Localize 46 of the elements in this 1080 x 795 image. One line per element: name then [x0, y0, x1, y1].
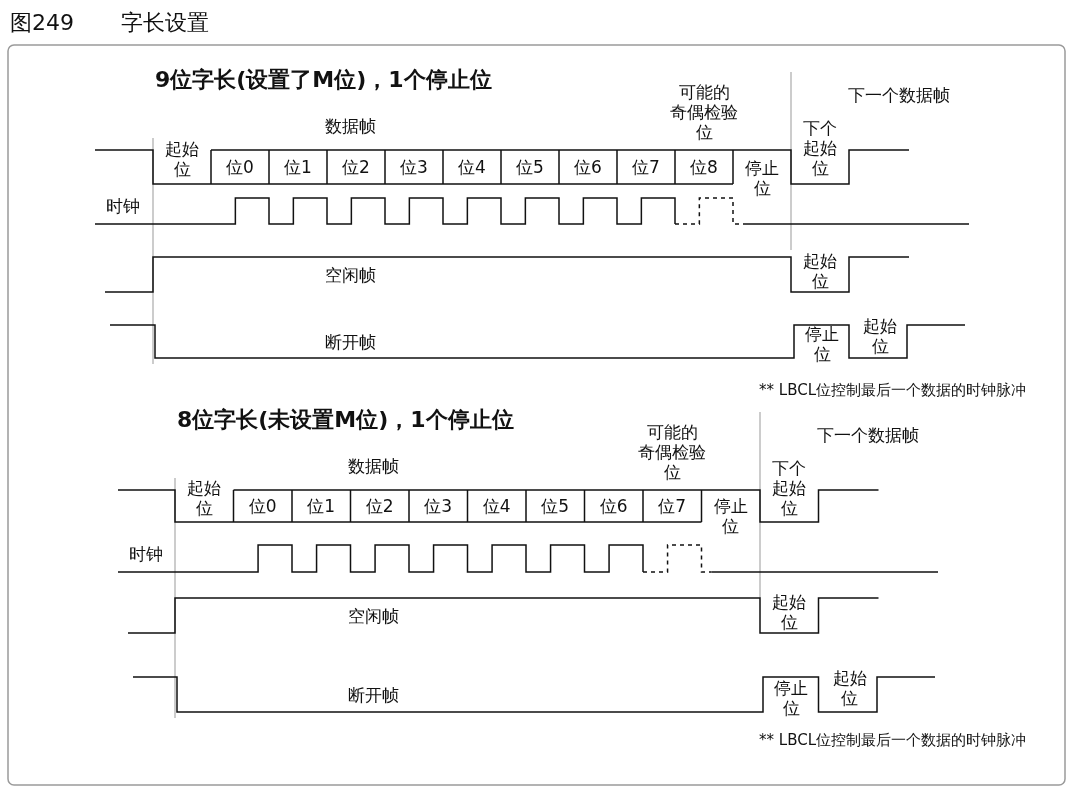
bit-label: 位5: [541, 496, 570, 516]
bit-label: 起始位: [832, 668, 867, 708]
signal-label: 断开帧: [324, 331, 376, 352]
footnote: ** LBCL位控制最后一个数据的时钟脉冲: [759, 380, 1026, 400]
panel-heading: 9位字长(设置了M位)，1个停止位: [155, 67, 492, 93]
bit-label: 位6: [574, 157, 602, 177]
bit-label: 停止位: [745, 158, 779, 198]
signal-label: 可能的奇偶检验位: [638, 422, 707, 482]
bit-label: 位3: [400, 157, 428, 177]
bit-label: 下个起始位: [772, 458, 807, 518]
bit-label: 起始位: [772, 591, 807, 632]
signal-label: 空闲帧: [348, 605, 400, 626]
bit-label: 起始位: [863, 316, 897, 356]
bit-label: 起始位: [803, 250, 837, 291]
signal-label: 数据帧: [324, 116, 376, 136]
bit-label: 起始位: [165, 139, 199, 179]
bit-label: 位2: [365, 496, 394, 516]
signal-label: 时钟: [129, 543, 163, 564]
bit-label: 位4: [482, 496, 511, 516]
bit-label: 停止位: [805, 324, 839, 364]
bit-label: 位7: [632, 157, 660, 177]
bit-label: 位4: [458, 157, 486, 177]
signal-label: 空闲帧: [324, 264, 376, 285]
bit-label: 停止位: [774, 678, 809, 718]
bit-label: 位7: [658, 496, 687, 516]
bit-label: 位8: [690, 157, 718, 177]
figure-title: 图249 字长设置: [10, 9, 209, 37]
bit-label: 位0: [226, 157, 254, 177]
bit-label: 位5: [516, 157, 544, 177]
signal-label: 下一个数据帧: [817, 425, 919, 445]
bit-label: 位2: [342, 157, 370, 177]
bit-label: 位0: [248, 496, 277, 516]
bit-label: 位1: [307, 496, 336, 516]
bit-label: 位6: [599, 496, 628, 516]
bit-label: 停止位: [713, 496, 748, 536]
panel-heading: 8位字长(未设置M位)，1个停止位: [177, 407, 514, 433]
signal-label: 断开帧: [348, 684, 400, 705]
signal-label: 下一个数据帧: [848, 85, 950, 105]
footnote: ** LBCL位控制最后一个数据的时钟脉冲: [759, 730, 1026, 750]
signal-label: 可能的奇偶检验位: [670, 82, 738, 142]
bit-label: 位1: [284, 157, 312, 177]
bit-label: 起始位: [187, 478, 222, 518]
signal-label: 数据帧: [348, 456, 400, 476]
signal-label: 时钟: [106, 196, 140, 216]
bit-label: 位3: [424, 496, 453, 516]
bit-label: 下个起始位: [803, 118, 837, 178]
